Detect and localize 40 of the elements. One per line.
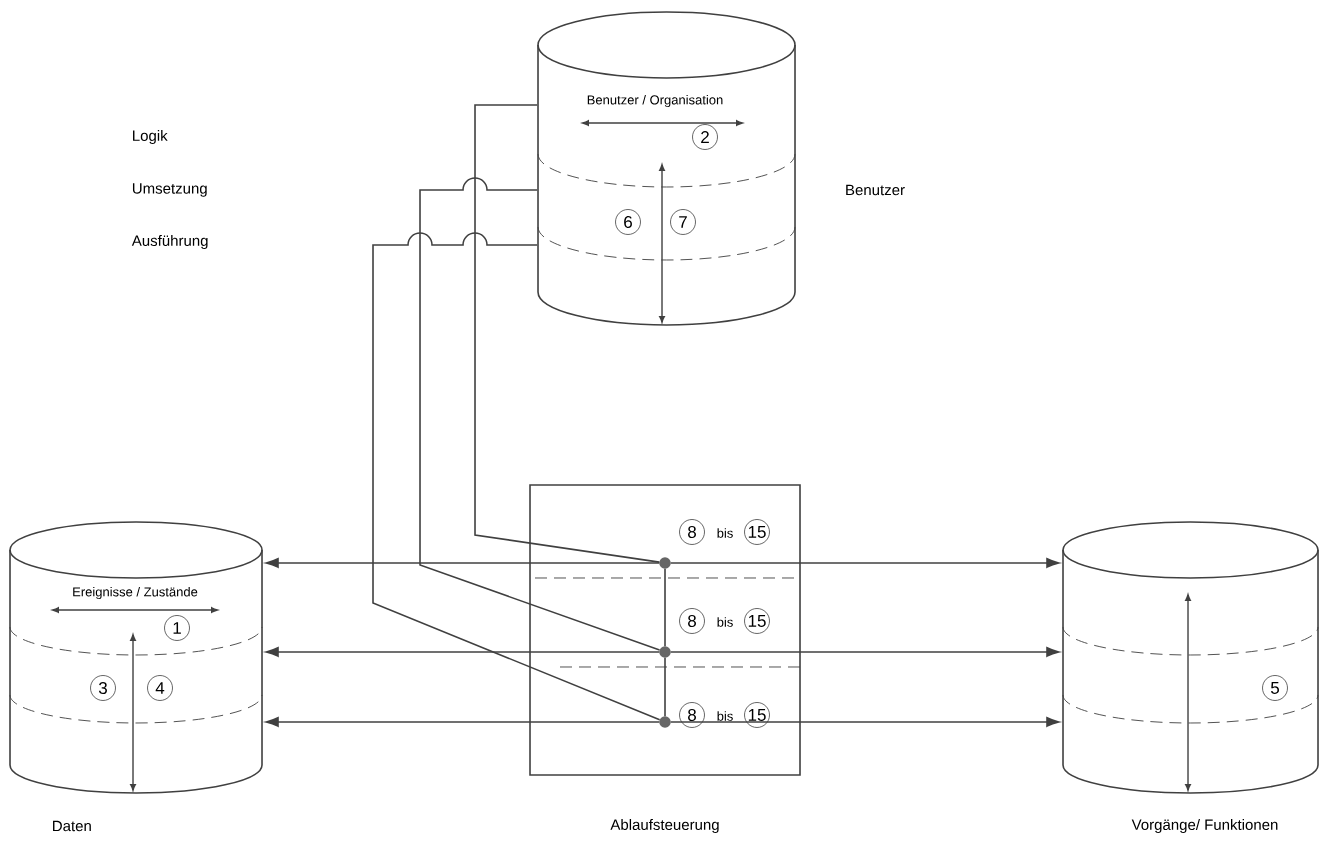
connector — [664, 568, 666, 647]
connector — [419, 177, 661, 651]
layer-label: Logik — [133, 130, 168, 144]
connector — [265, 647, 660, 657]
callout-number: 8 — [679, 519, 705, 545]
control-box — [529, 484, 801, 776]
node-label: Ablaufsteuerung — [610, 819, 719, 833]
callout-number: 15 — [744, 608, 770, 634]
row-text: bis — [717, 528, 733, 538]
connector — [372, 232, 661, 721]
connector — [664, 657, 666, 717]
node-label: Benutzer — [846, 184, 905, 196]
row-text: bis — [717, 711, 733, 721]
connector — [474, 104, 661, 563]
cylinder — [537, 11, 796, 326]
connector — [670, 717, 1060, 727]
callout-number: 6 — [615, 209, 641, 235]
row-text: bis — [717, 617, 733, 627]
connector — [265, 558, 660, 568]
callout-number: 15 — [744, 702, 770, 728]
cylinder-label: Ereignisse / Zustände — [73, 586, 198, 600]
callout-number: 3 — [90, 675, 116, 701]
callout-number: 4 — [147, 675, 173, 701]
callout-number: 8 — [679, 608, 705, 634]
cylinder-label: Benutzer / Organisation — [587, 94, 723, 108]
connector — [265, 717, 660, 727]
callout-number: 8 — [679, 702, 705, 728]
callout-number: 1 — [164, 615, 190, 641]
layer-label: Ausführung — [131, 235, 208, 249]
callout-number: 2 — [692, 124, 718, 150]
connector — [670, 558, 1060, 568]
cylinder — [9, 521, 263, 794]
callout-number: 5 — [1262, 675, 1288, 701]
node-label: Daten — [53, 820, 91, 832]
cylinder — [1062, 521, 1319, 794]
node-label: Vorgänge/ Funktionen — [1131, 819, 1278, 833]
callout-number: 15 — [744, 519, 770, 545]
callout-number: 7 — [670, 209, 696, 235]
layer-label: Umsetzung — [132, 183, 207, 197]
connector — [670, 647, 1060, 657]
